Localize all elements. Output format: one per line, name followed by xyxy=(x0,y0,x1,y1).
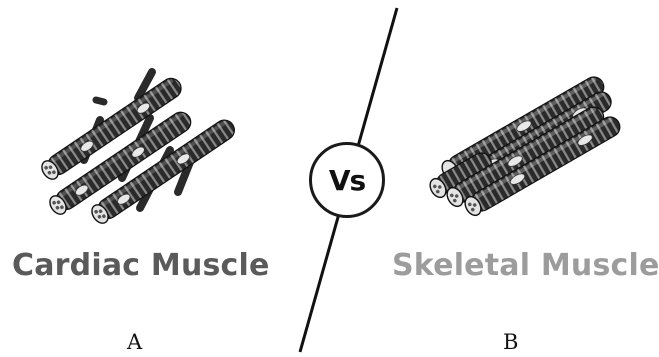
panel-label-a: A xyxy=(127,330,142,354)
panel-label-b: B xyxy=(503,330,518,354)
skeletal-muscle-title: Skeletal Muscle xyxy=(392,248,659,283)
skeletal-muscle-bundle-icon xyxy=(427,73,624,218)
cardiac-muscle-title: Cardiac Muscle xyxy=(12,248,270,283)
cardiac-muscle-fibers-icon xyxy=(39,72,239,226)
vs-badge: Vs xyxy=(309,142,385,218)
vs-label: Vs xyxy=(329,164,365,197)
